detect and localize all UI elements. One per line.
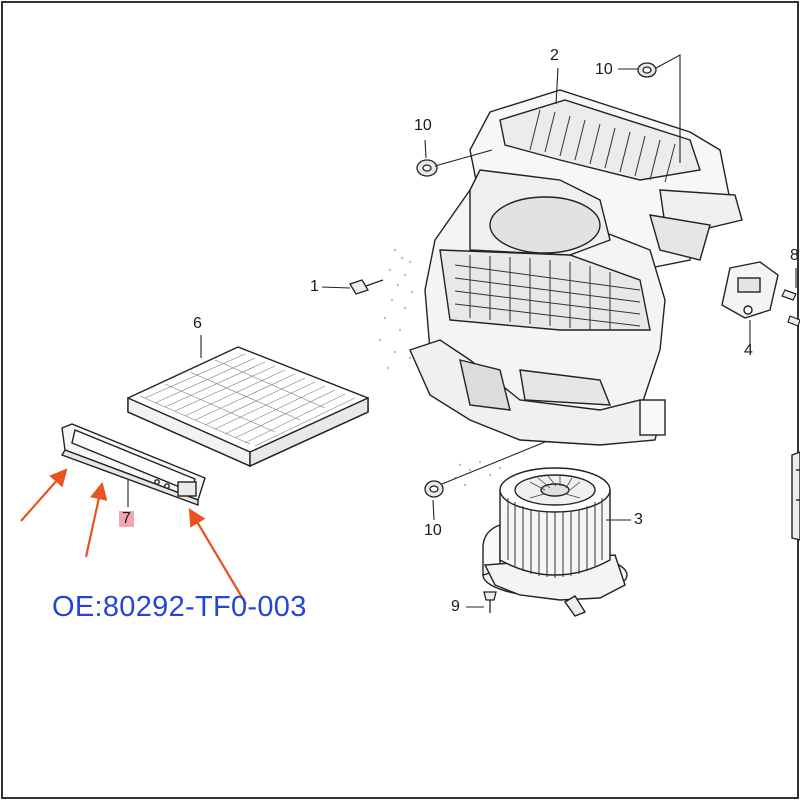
callout-10-mid: 10 bbox=[414, 117, 432, 134]
callout-7-highlighted: 7 bbox=[119, 511, 134, 527]
callout-6: 6 bbox=[193, 315, 202, 332]
callout-10-top: 10 bbox=[595, 61, 613, 78]
grommet-part-10-mid bbox=[416, 159, 438, 177]
callout-3: 3 bbox=[634, 511, 643, 528]
cabin-filter-part-6 bbox=[127, 346, 369, 468]
right-edge-partial-part bbox=[791, 451, 800, 541]
callout-2: 2 bbox=[550, 47, 559, 64]
housing-shadow-texture bbox=[378, 248, 502, 487]
callout-4: 4 bbox=[744, 342, 753, 359]
arrow-middle bbox=[84, 481, 108, 558]
arrow-left bbox=[20, 468, 68, 522]
part-number-label: OE:80292-TF0-003 bbox=[52, 591, 307, 623]
annotation-arrows bbox=[20, 468, 247, 605]
grommet-part-10-top bbox=[637, 62, 657, 78]
leader-lines bbox=[127, 54, 797, 608]
callout-10-bottom: 10 bbox=[424, 522, 442, 539]
screw-part-1 bbox=[349, 279, 384, 295]
actuator-part-4 bbox=[721, 261, 779, 319]
blower-motor-part-3 bbox=[482, 467, 628, 617]
filter-cover-part-7 bbox=[60, 423, 206, 507]
hvac-unit-housing bbox=[409, 89, 743, 446]
callout-9: 9 bbox=[451, 598, 460, 615]
screw-part-8 bbox=[781, 289, 800, 327]
grommet-part-10-bottom bbox=[424, 480, 444, 498]
callout-1: 1 bbox=[310, 278, 319, 295]
screw-part-9 bbox=[483, 591, 497, 613]
arrow-right bbox=[188, 508, 247, 605]
callout-8: 8 bbox=[790, 247, 799, 264]
